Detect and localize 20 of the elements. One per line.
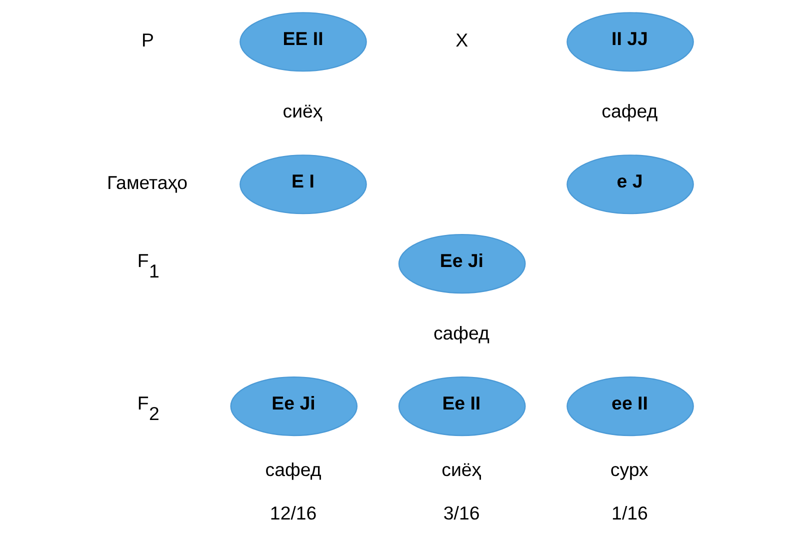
label: Гаметаҳо (106, 172, 188, 193)
node-label: сафед (601, 100, 658, 122)
node-label: сурх (610, 459, 648, 480)
node-ellipse: Ee II (398, 376, 526, 436)
node-label: 3/16 (442, 502, 480, 524)
node-label: сафед (264, 459, 321, 480)
node-ellipse: Ee Ji (398, 234, 526, 294)
node-ellipse: ee II (566, 376, 694, 436)
node-label: сиёҳ (282, 100, 322, 122)
node-ellipse: E I (239, 154, 366, 214)
node-ellipse: Ee Ji (230, 376, 358, 436)
node-ellipse: II JJ (566, 12, 694, 72)
label: P (140, 29, 154, 50)
node-label: сиёҳ (441, 459, 481, 480)
node-ellipse: e J (566, 154, 694, 214)
node-label: сафед (432, 322, 489, 344)
node-label: 1/16 (611, 502, 648, 524)
node-label: 12/16 (269, 502, 316, 524)
label: X (455, 29, 468, 50)
node-ellipse: EE II (239, 12, 366, 72)
